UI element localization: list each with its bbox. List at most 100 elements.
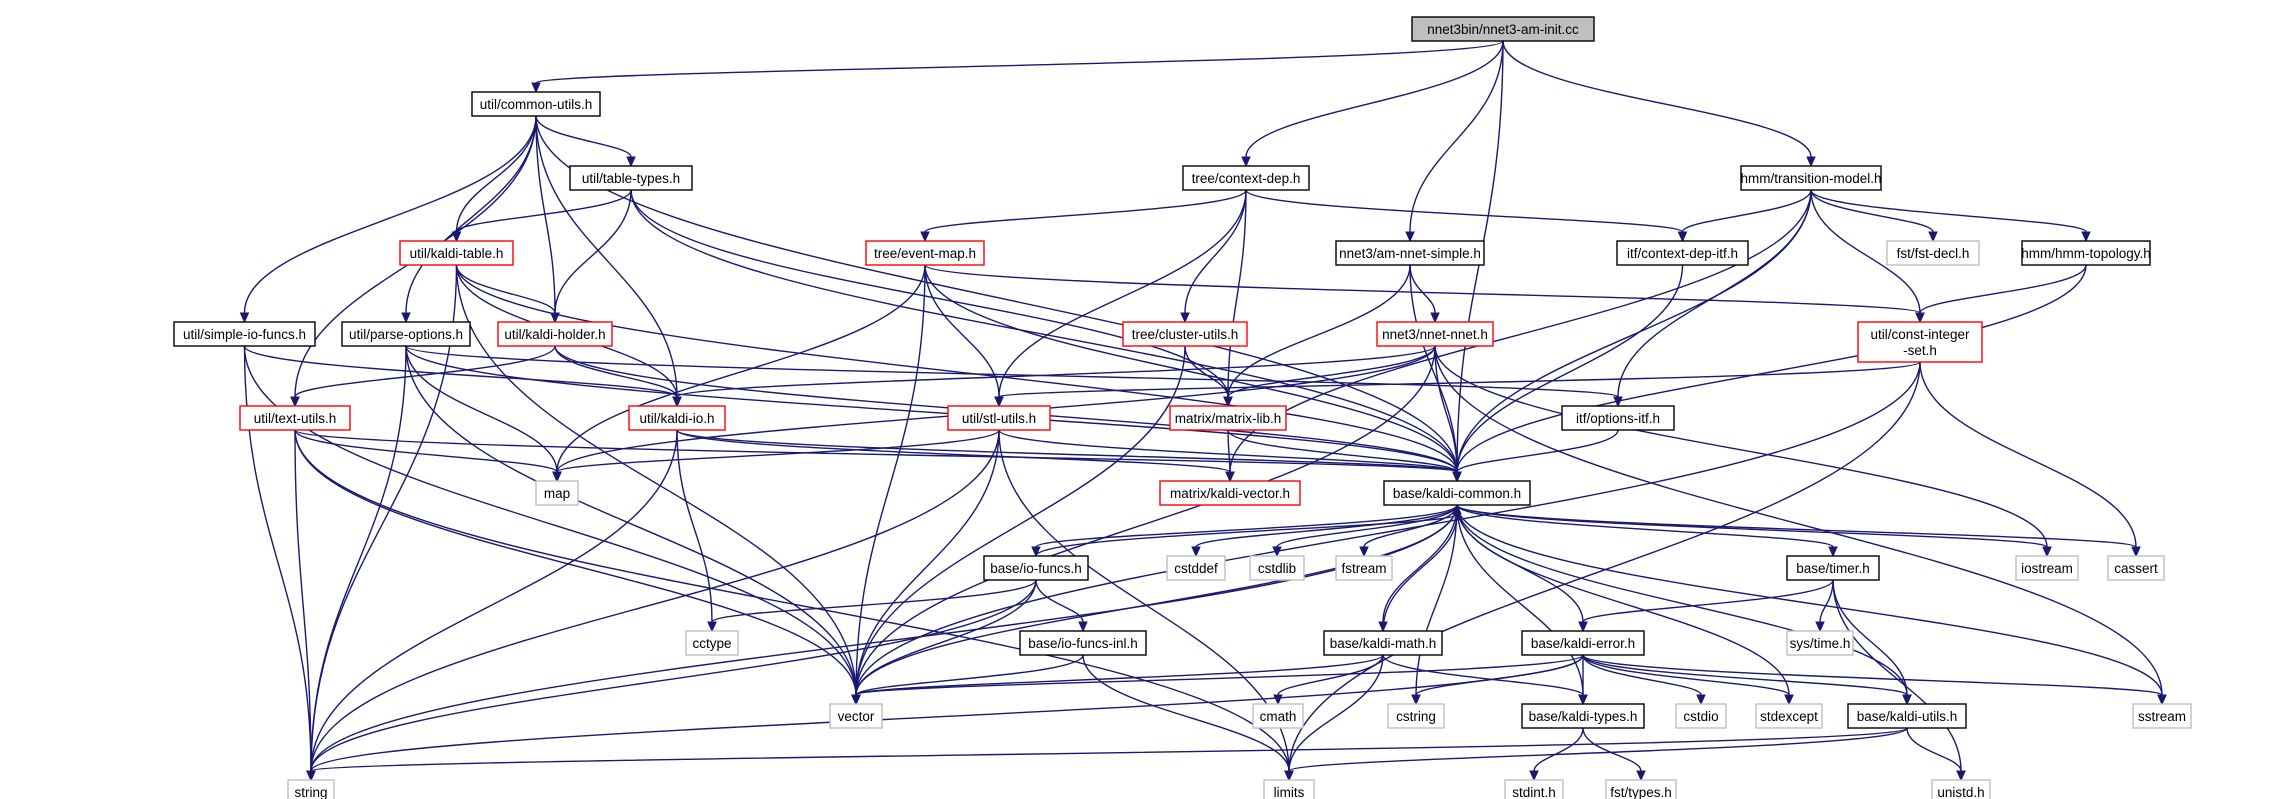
edge-kaldi_io-to-kaldi_common [676, 429, 1462, 483]
node-box [341, 321, 471, 347]
node-box [535, 480, 579, 506]
node-box [1521, 630, 1645, 656]
edge-line [924, 264, 1000, 398]
node-options-itf[interactable]: itf/options-itf.h [1561, 405, 1675, 431]
node-box [399, 240, 514, 266]
edge-line [1035, 513, 1458, 557]
edge-parse_options-to-kaldi_common [405, 345, 1462, 483]
node-kaldi-common[interactable]: base/kaldi-common.h [1383, 480, 1531, 506]
node-label: util/common-utils.h [480, 97, 593, 112]
node-matrix-lib[interactable]: matrix/matrix-lib.h [1169, 405, 1287, 431]
node-io-funcs-inl[interactable]: base/io-funcs-inl.h [1019, 630, 1147, 656]
node-cctype: cctype [685, 630, 739, 656]
edge-line [855, 504, 1458, 696]
edge-line [556, 264, 926, 473]
node-label: nnet3/am-nnet-simple.h [1339, 246, 1481, 261]
node-label: sstream [2138, 709, 2186, 724]
edge-line [455, 264, 857, 696]
edge-line [1434, 345, 2163, 696]
edge-line [1277, 654, 1384, 696]
edge-line [1456, 504, 1584, 623]
edge-nnet_nnet-to-matrix_lib [1223, 345, 1436, 408]
node-transition-model[interactable]: hmm/transition-model.h [1740, 165, 1882, 191]
node-label: sys/time.h [1790, 636, 1851, 651]
edge-line [1456, 189, 1812, 473]
node-context-dep[interactable]: tree/context-dep.h [1182, 165, 1310, 191]
edge-line [1582, 727, 1642, 772]
edge-kaldi_error-to-sstream [1582, 654, 2167, 706]
node-kaldi-vector[interactable]: matrix/kaldi-vector.h [1159, 480, 1301, 506]
node-stl-utils[interactable]: util/stl-utils.h [947, 405, 1051, 431]
node-event-map[interactable]: tree/event-map.h [865, 240, 985, 266]
node-box [1931, 779, 1991, 799]
edge-arrowhead [1191, 546, 1201, 558]
node-const-integer-set[interactable]: util/const-integer-set.h [1857, 321, 1983, 363]
edge-root-to-transition_model [1502, 40, 1816, 168]
node-io-funcs[interactable]: base/io-funcs.h [983, 555, 1089, 581]
edge-line [405, 115, 537, 314]
edge-arrowhead [1806, 156, 1816, 168]
edge-line [1502, 40, 1812, 158]
edge-arrowhead [1411, 694, 1421, 706]
edge-line [1582, 654, 1908, 696]
edge-arrowhead [1828, 546, 1838, 558]
edge-line [1409, 264, 1458, 473]
edge-context_dep_itf-to-kaldi_common [1452, 264, 1684, 483]
edge-kaldi_io-to-cctype [676, 429, 717, 633]
node-parse-options[interactable]: util/parse-options.h [341, 321, 471, 347]
node-nnet-nnet[interactable]: nnet3/nnet-nnet.h [1376, 321, 1494, 347]
node-label: fstream [1341, 561, 1386, 576]
node-timer[interactable]: base/timer.h [1786, 555, 1880, 581]
node-label: base/io-funcs.h [990, 561, 1082, 576]
node-context-dep-itf[interactable]: itf/context-dep-itf.h [1616, 240, 1749, 266]
node-cstring: cstring [1387, 703, 1445, 729]
edge-line [310, 727, 1908, 772]
node-table-types[interactable]: util/table-types.h [569, 165, 693, 191]
node-label: util/stl-utils.h [962, 411, 1036, 426]
edge-line [1456, 504, 1584, 696]
edge-arrowhead [290, 396, 300, 408]
edge-hmm_topology-to-const_integer_set [1915, 264, 2087, 324]
edge-line [535, 115, 632, 158]
edge-arrowhead [239, 312, 250, 324]
edge-line [1456, 504, 2137, 548]
node-box [1786, 555, 1880, 581]
edge-nnet_nnet-to-kaldi_io [672, 345, 1436, 408]
node-box [1335, 240, 1485, 266]
node-kaldi-error[interactable]: base/kaldi-error.h [1521, 630, 1645, 656]
node-kaldi-types[interactable]: base/kaldi-types.h [1521, 703, 1645, 729]
node-simple-io-funcs[interactable]: util/simple-io-funcs.h [173, 321, 316, 347]
edge-line [1409, 40, 1504, 233]
node-common-utils[interactable]: util/common-utils.h [471, 91, 601, 117]
node-label: util/parse-options.h [349, 327, 463, 342]
node-cstdio: cstdio [1675, 703, 1727, 729]
node-kaldi-table[interactable]: util/kaldi-table.h [399, 240, 514, 266]
node-text-utils[interactable]: util/text-utils.h [239, 405, 351, 431]
node-cluster-utils[interactable]: tree/cluster-utils.h [1122, 321, 1248, 347]
node-label: fst/types.h [1610, 785, 1672, 799]
node-label: limits [1274, 785, 1305, 799]
node-box [1605, 779, 1677, 799]
node-label: cctype [692, 636, 731, 651]
node-kaldi-io[interactable]: util/kaldi-io.h [628, 405, 726, 431]
node-label: stdexcept [1760, 709, 1818, 724]
node-root[interactable]: nnet3bin/nnet3-am-init.cc [1411, 16, 1595, 42]
node-am-nnet-simple[interactable]: nnet3/am-nnet-simple.h [1335, 240, 1485, 266]
node-label: util/text-utils.h [254, 411, 337, 426]
edge-arrowhead [1578, 694, 1588, 706]
edge-line [310, 504, 1458, 772]
node-kaldi-math[interactable]: base/kaldi-math.h [1323, 630, 1443, 656]
node-hmm-topology[interactable]: hmm/hmm-topology.h [2021, 240, 2151, 266]
edge-arrowhead [1223, 396, 1233, 408]
edge-line [294, 345, 556, 398]
edge-arrowhead [1273, 694, 1283, 706]
edge-line [405, 345, 558, 473]
node-kaldi-holder[interactable]: util/kaldi-holder.h [497, 321, 613, 347]
edge-line [855, 264, 926, 696]
node-label: util/kaldi-table.h [410, 246, 504, 261]
node-box [1521, 703, 1645, 729]
edge-arrowhead [2157, 694, 2167, 706]
node-label: vector [838, 709, 875, 724]
edge-table_types-to-kaldi_holder [550, 189, 632, 324]
node-kaldi-utils[interactable]: base/kaldi-utils.h [1847, 703, 1967, 729]
